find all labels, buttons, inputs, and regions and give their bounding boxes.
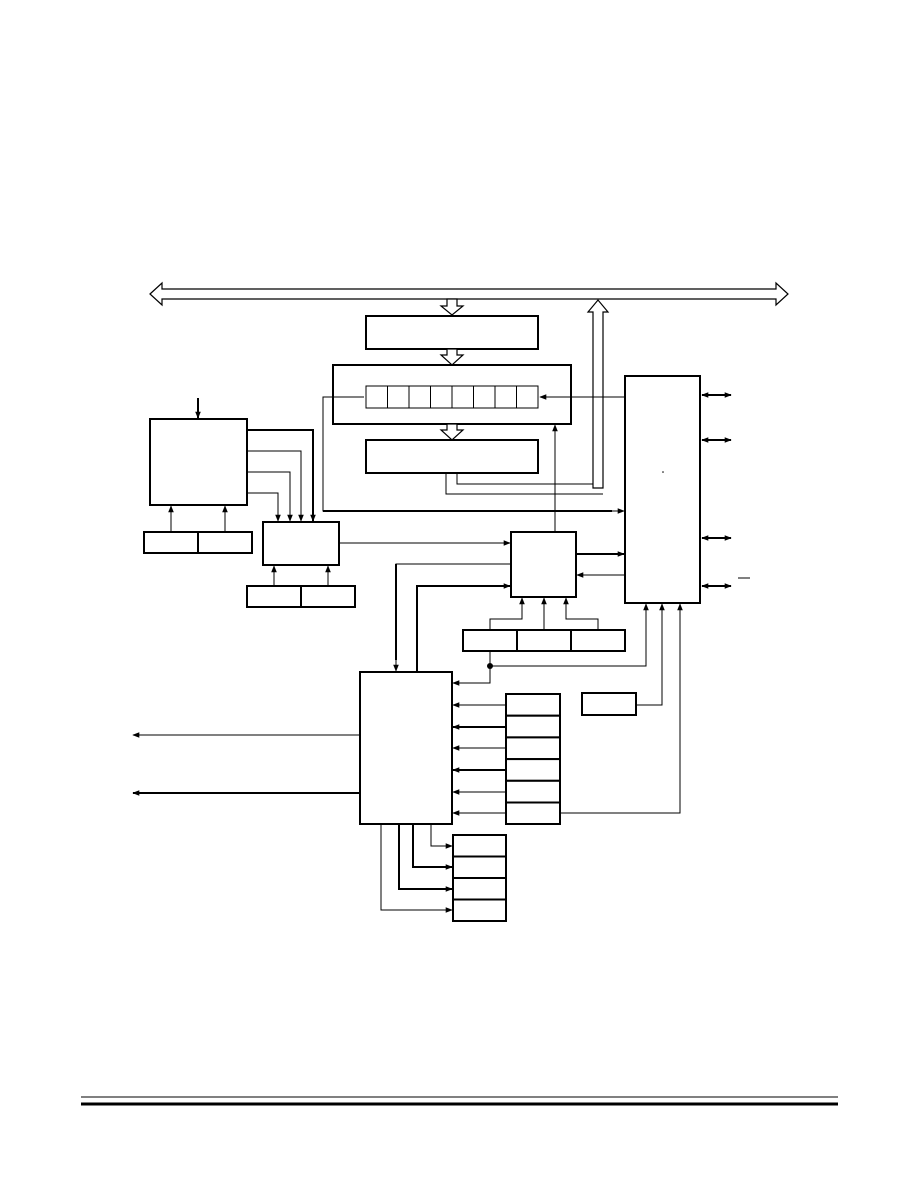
port-block bbox=[359, 671, 453, 825]
shift-cell bbox=[430, 385, 453, 409]
shift-cell bbox=[387, 385, 410, 409]
standalone-to-interface-arrow bbox=[636, 603, 665, 706]
interface-block bbox=[624, 375, 701, 604]
port-to-output-arrows bbox=[380, 824, 453, 913]
shift-cell bbox=[451, 385, 474, 409]
output-arrow bbox=[380, 824, 453, 913]
clock-sub-box-right bbox=[197, 531, 253, 554]
output-stack bbox=[452, 834, 507, 922]
control-to-port-arrow bbox=[393, 563, 511, 672]
port-to-control-arrow bbox=[416, 583, 511, 672]
sub-to-control-arrow bbox=[489, 597, 525, 630]
signal-line bbox=[247, 492, 281, 522]
shift-register-cells bbox=[365, 385, 539, 409]
standalone-box bbox=[581, 692, 637, 716]
lower-register-box bbox=[365, 439, 539, 474]
mux-sub-box-right bbox=[300, 585, 356, 608]
return-to-bus-arrow bbox=[586, 299, 610, 489]
bus-to-register-arrow bbox=[439, 298, 465, 316]
lower-to-bus-line-2 bbox=[456, 473, 593, 485]
control-sub-box-3 bbox=[570, 629, 626, 652]
output-cell bbox=[452, 855, 507, 879]
signal-line bbox=[247, 471, 293, 522]
mux-block bbox=[262, 521, 340, 566]
stack-to-interface-arrow bbox=[560, 603, 683, 814]
sub-to-control-arrow bbox=[563, 597, 599, 630]
stack-to-port-arrows bbox=[452, 702, 506, 816]
register-stack bbox=[505, 693, 561, 825]
output-arrow bbox=[398, 824, 453, 892]
shift-to-lower-arrow bbox=[439, 423, 465, 441]
control-sub-box-2 bbox=[516, 629, 572, 652]
stack-cell bbox=[505, 801, 561, 825]
mux-sub-box-left bbox=[246, 585, 302, 608]
upper-to-shift-arrow bbox=[439, 348, 465, 366]
shift-cell bbox=[473, 385, 496, 409]
clock-sub-box-left bbox=[143, 531, 199, 554]
stack-cell bbox=[505, 693, 561, 717]
shift-cell bbox=[494, 385, 517, 409]
stack-cell bbox=[505, 779, 561, 804]
control-sub-box-1 bbox=[462, 629, 518, 652]
clock-block bbox=[149, 418, 248, 506]
interface-pins bbox=[701, 392, 750, 589]
dot-to-interface-arrow bbox=[490, 603, 649, 667]
output-cell bbox=[452, 877, 507, 901]
output-arrow bbox=[412, 824, 453, 870]
lower-to-bus-line bbox=[445, 473, 603, 495]
shift-cell bbox=[365, 385, 388, 409]
system-bus-arrow bbox=[149, 281, 789, 307]
clock-to-mux-lines bbox=[247, 429, 316, 522]
control-block bbox=[510, 531, 577, 598]
upper-register-box bbox=[365, 315, 539, 350]
signal-line bbox=[247, 429, 316, 522]
stack-cell bbox=[505, 714, 561, 739]
output-cell bbox=[452, 834, 507, 858]
signal-line bbox=[247, 450, 304, 522]
stack-cell bbox=[505, 758, 561, 782]
interface-dot bbox=[662, 471, 664, 473]
stack-cell bbox=[505, 736, 561, 761]
dot-to-port-arrow bbox=[452, 666, 491, 686]
output-arrow bbox=[430, 824, 453, 849]
output-cell bbox=[452, 898, 507, 922]
shift-cell bbox=[516, 385, 539, 409]
shift-cell bbox=[408, 385, 431, 409]
